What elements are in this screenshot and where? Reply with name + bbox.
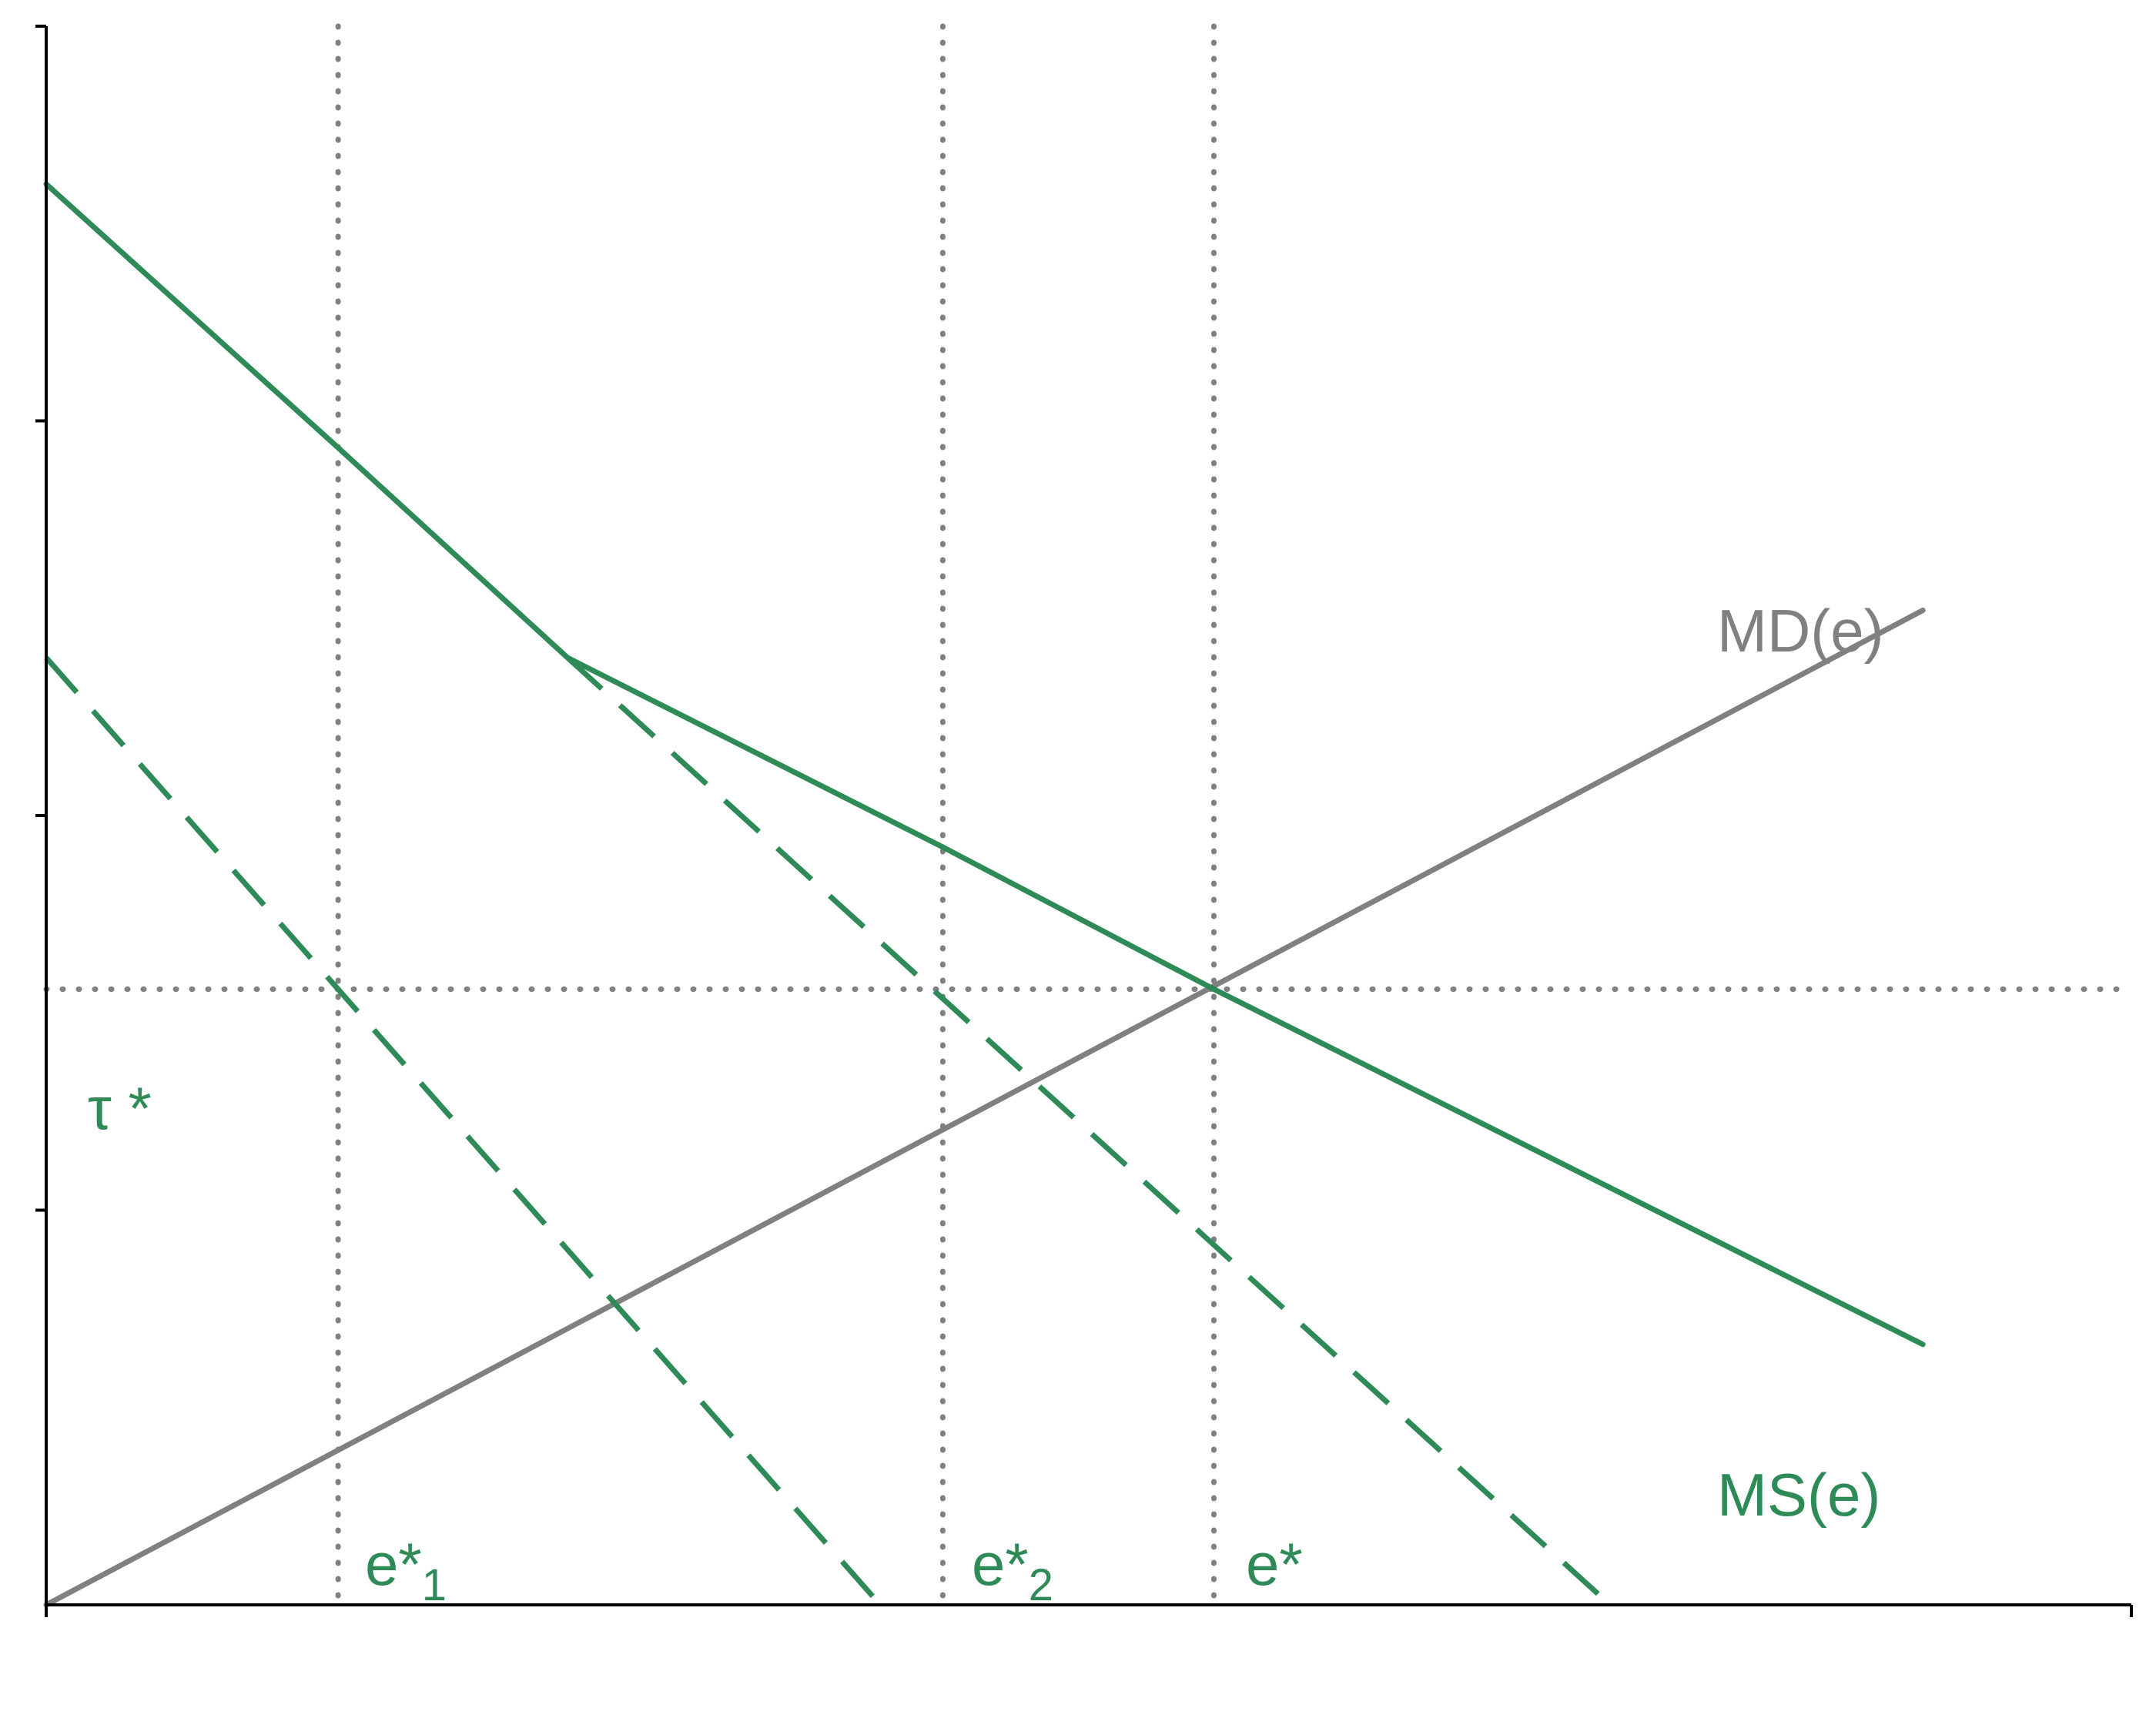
md-curve: [43, 608, 1926, 1608]
md-curve-label: MD(e): [1717, 597, 1884, 665]
e-star-label: e*: [1246, 1530, 1303, 1598]
axes: [35, 25, 2133, 1617]
series-group: [43, 181, 1926, 1608]
ms-curve: [43, 181, 1926, 1348]
ms-dashed-curve-2: [44, 655, 882, 1607]
reference-lines: [43, 23, 2134, 1608]
y-ticks: [35, 25, 2133, 1617]
e-star-1-label: e*1: [365, 1530, 447, 1610]
ms-curve-label: MS(e): [1717, 1461, 1880, 1529]
tau-star-label: τ *: [88, 1074, 152, 1142]
ms-dashed-curve-3: [565, 655, 1612, 1607]
labels: MD(e) MS(e) τ * e*1 e*2 e*: [88, 597, 1884, 1610]
e-star-2-label: e*2: [972, 1530, 1053, 1610]
